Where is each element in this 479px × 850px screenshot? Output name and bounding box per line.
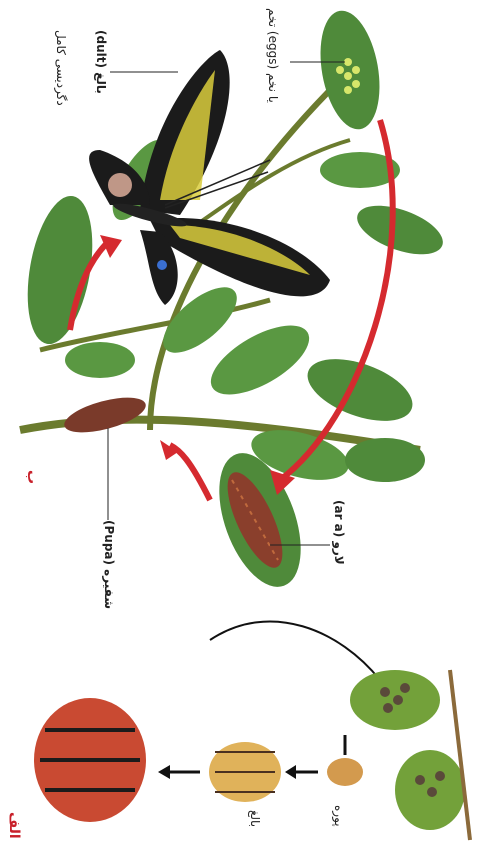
label-adult-note: دگردیسی کامل [54, 30, 68, 106]
label-pupa: (Pupa) شفیره [102, 520, 116, 609]
panel-b-marker: ب [24, 470, 40, 484]
butterfly-adult [89, 50, 330, 305]
label-nymph: پوره [332, 805, 346, 827]
label-eggs: تخم (eggs) یا نخم [266, 8, 280, 103]
label-adult: (dult) بالغ [94, 30, 108, 94]
pupa-chrysalis [61, 391, 149, 440]
label-larva: (ar a) لارو [332, 500, 346, 565]
label-adult-panel-a: بالغ [248, 810, 262, 827]
panel-a-illustration [34, 621, 470, 840]
panel-a-marker: الف [6, 812, 22, 839]
